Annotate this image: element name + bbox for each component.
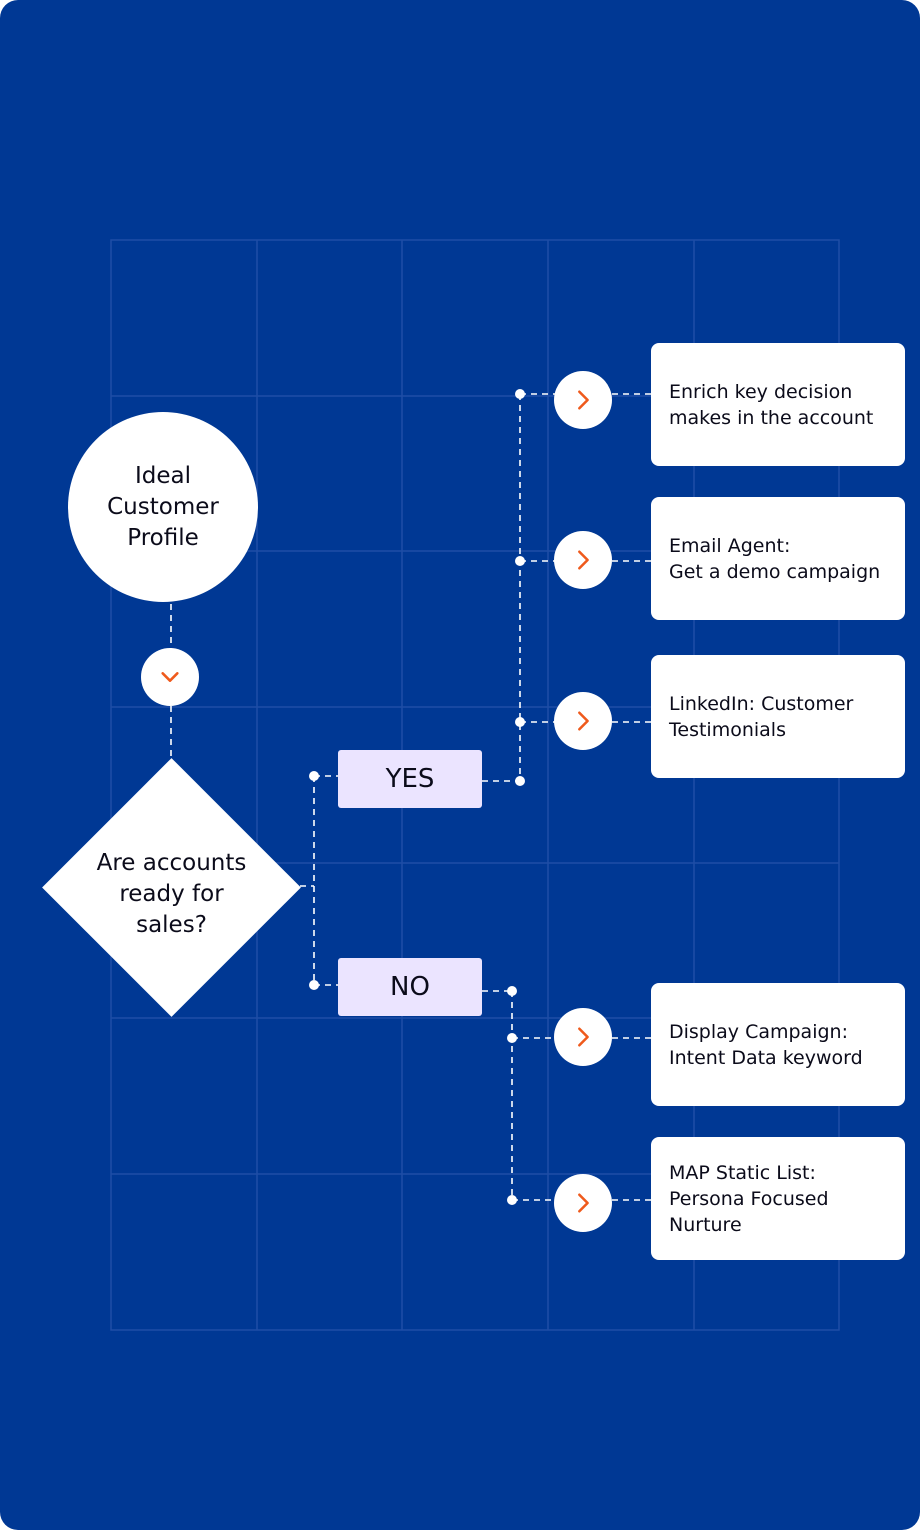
chevron-right-icon bbox=[554, 1174, 612, 1232]
chevron-right-icon bbox=[554, 692, 612, 750]
decision-node-label: Are accounts ready for sales? bbox=[96, 850, 247, 938]
chevron-down-icon bbox=[141, 648, 199, 706]
action-email-agent: Email Agent: Get a demo campaign bbox=[651, 497, 905, 620]
connector-dot-no bbox=[309, 980, 319, 990]
branch-label-yes: YES bbox=[338, 750, 482, 808]
action-display-campaign: Display Campaign: Intent Data keyword bbox=[651, 983, 905, 1106]
action-line: Persona Focused bbox=[669, 1187, 829, 1210]
action-line: Enrich key decision bbox=[669, 380, 853, 403]
action-line: makes in the account bbox=[669, 406, 874, 429]
connector-dot-yes bbox=[309, 771, 319, 781]
branch-label-no: NO bbox=[338, 958, 482, 1016]
action-linkedin: LinkedIn: Customer Testimonials bbox=[651, 655, 905, 778]
chevron-right-icon bbox=[554, 371, 612, 429]
action-line: Display Campaign: bbox=[669, 1020, 848, 1043]
action-line: Testimonials bbox=[669, 718, 786, 741]
connector-dot-yes-end bbox=[515, 776, 525, 786]
connector-dot-no-start bbox=[507, 986, 517, 996]
chevron-right-icon bbox=[554, 1008, 612, 1066]
action-line: Get a demo campaign bbox=[669, 560, 881, 583]
action-line: LinkedIn: Customer bbox=[669, 692, 854, 715]
action-line: Email Agent: bbox=[669, 534, 791, 557]
action-line: MAP Static List: bbox=[669, 1161, 816, 1184]
chevron-right-icon bbox=[554, 531, 612, 589]
action-map-static-list: MAP Static List: Persona Focused Nurture bbox=[651, 1137, 905, 1260]
action-line: Nurture bbox=[669, 1213, 742, 1236]
action-enrich-key-decision: Enrich key decision makes in the account bbox=[651, 343, 905, 466]
start-node-ideal-customer-profile: Ideal Customer Profile bbox=[68, 412, 258, 602]
action-line: Intent Data keyword bbox=[669, 1046, 863, 1069]
